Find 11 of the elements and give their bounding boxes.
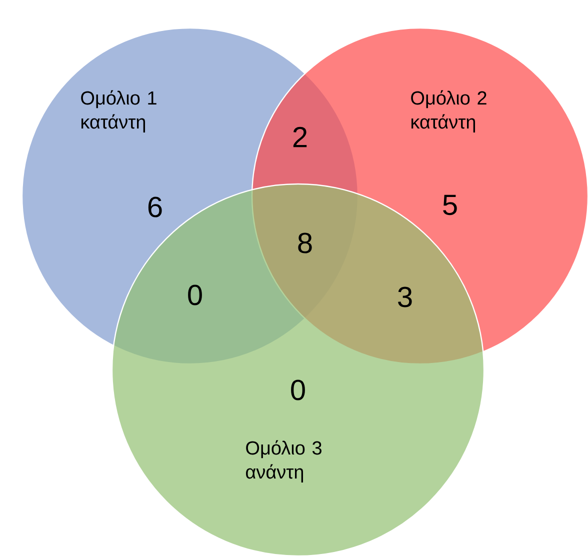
region-count: 3	[398, 286, 412, 308]
region-count: 8	[298, 232, 312, 254]
circle-label: Ομόλιο 1 κατάντη	[81, 90, 156, 132]
circle-label: Ομόλιο 2 κατάντη	[411, 90, 486, 132]
circle-label: Ομόλιο 3 ανάντη	[246, 440, 322, 482]
region-count: 0	[291, 380, 305, 400]
region-count: 6	[148, 196, 162, 218]
region-count: 0	[188, 284, 202, 306]
region-count: 2	[293, 126, 307, 148]
venn-circle	[111, 183, 485, 557]
region-count: 5	[443, 194, 457, 216]
